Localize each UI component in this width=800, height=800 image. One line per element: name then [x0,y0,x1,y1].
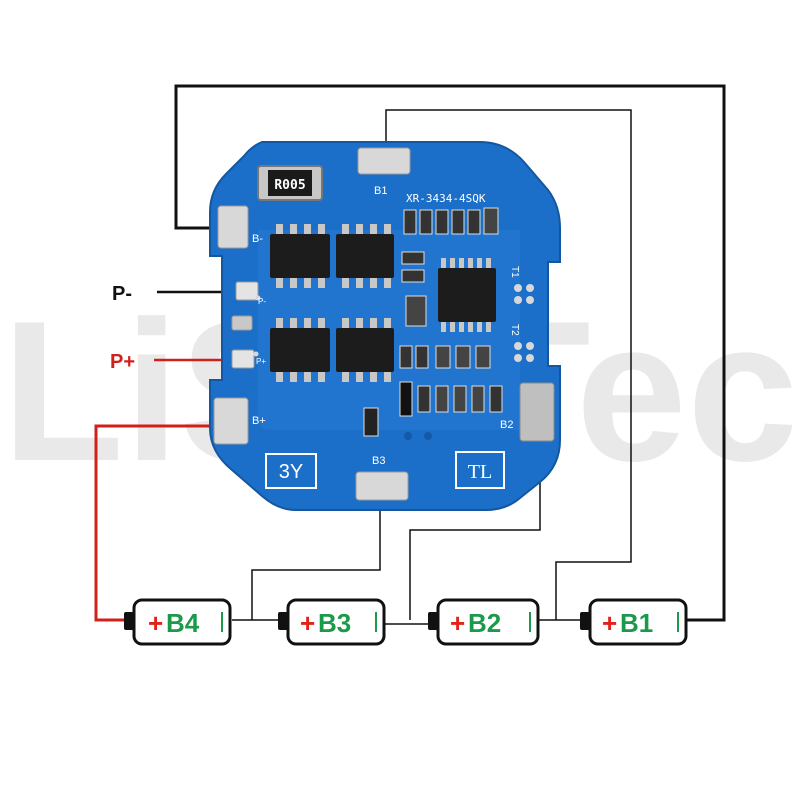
badge-tl-frame [455,451,505,489]
silk-p-minus: P- [258,297,266,306]
battery-b4: + B4 [124,598,232,646]
p-plus-label: P+ [110,351,135,373]
battery-b3-label: B3 [318,608,351,638]
shunt-resistor-body [268,170,312,196]
silk-t1: T1 [509,266,520,278]
badge-3y: 3Y [279,461,303,483]
mosfet-4 [336,318,394,382]
pad-test [231,315,253,331]
battery-b2-label: B2 [468,608,501,638]
wire-b3-tap [251,488,381,620]
battery-b3-plus: + [300,608,315,638]
pad-b1 [357,147,411,175]
pad-b2 [519,382,555,442]
battery-cells: + B4 + B3 + B2 + B1 [124,598,688,646]
wire-b-plus [94,424,232,622]
pad-p-minus [235,281,259,301]
silk-b1: B1 [374,185,387,197]
pcb-board: R005 [209,141,561,511]
shunt-resistor-code: R005 [274,178,305,193]
mosfet-2 [336,224,394,288]
wire-b1-tap [385,109,632,620]
battery-b3: + B3 [278,598,386,646]
silk-p-plus: P+ [256,357,266,366]
protection-ic [438,258,496,332]
silk-b-minus: B- [252,233,263,245]
test-points [253,284,534,440]
battery-b2-plus: + [450,608,465,638]
silk-chip-code: XR-3434-4SQK [406,192,486,205]
pad-b-plus [213,397,249,445]
battery-b1: + B1 [580,598,688,646]
badge-3y-frame [265,453,317,489]
silk-t2: T2 [509,324,520,336]
battery-b4-plus: + [148,608,163,638]
pad-b-minus [217,205,249,249]
mosfet-3 [270,318,330,382]
smd-components [363,207,503,437]
badge-tl: TL [468,461,492,483]
p-minus-label: P- [112,283,132,305]
pad-p-plus [231,349,255,369]
battery-b4-label: B4 [166,608,200,638]
battery-b1-label: B1 [620,608,653,638]
silk-b-plus: B+ [252,415,266,427]
battery-b1-plus: + [602,608,617,638]
silk-b2: B2 [500,419,513,431]
mosfets [270,224,394,382]
battery-b2: + B2 [428,598,540,646]
silk-b3: B3 [372,455,385,467]
wire-b-minus [174,84,726,622]
mosfet-1 [270,224,330,288]
pad-b3 [355,471,409,501]
